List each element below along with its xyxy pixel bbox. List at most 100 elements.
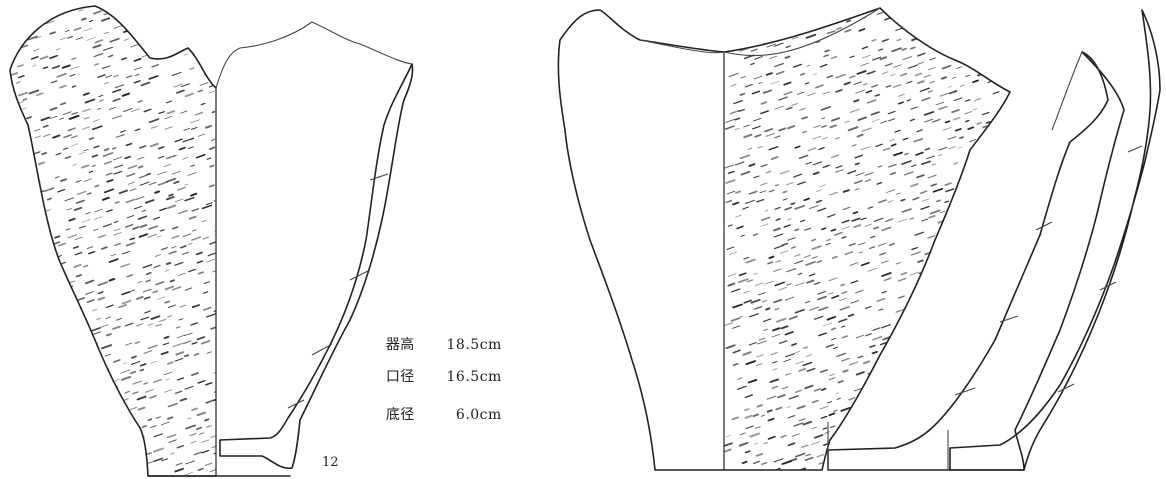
cord-mark [791,342,797,346]
cord-mark [155,323,162,327]
cord-mark [198,432,205,435]
cord-mark [88,19,94,23]
cord-mark [933,242,943,247]
cord-mark [774,184,779,187]
cord-mark [852,211,859,215]
cord-mark [963,397,973,402]
cord-mark [92,119,100,123]
cord-mark [928,394,939,399]
cord-mark [86,37,96,41]
vessel-12-section-mark [369,173,389,181]
cord-mark [153,264,161,269]
cord-mark [975,333,981,337]
cord-mark [130,429,141,434]
cord-mark [102,196,110,201]
cord-mark [993,317,999,320]
cord-mark [90,327,101,332]
cord-mark [991,206,1001,210]
cord-mark [115,396,121,399]
cord-mark [193,352,200,356]
cord-mark [985,121,991,124]
cord-mark [983,153,992,157]
cord-mark [116,318,122,321]
cord-mark [24,395,34,400]
cord-mark [898,351,906,355]
cord-mark [973,217,980,221]
cord-mark [941,64,952,70]
cord-mark [1008,191,1010,196]
cord-mark [767,435,776,440]
cord-mark [190,192,198,197]
cord-mark [60,102,67,106]
cord-mark [165,27,175,31]
cord-mark [57,188,66,193]
cord-mark [997,334,1002,337]
cord-mark [78,381,86,385]
cord-mark [105,395,113,399]
cord-mark [927,174,937,179]
cord-mark [790,457,798,462]
cord-mark [876,11,884,16]
cord-mark [806,367,816,372]
cord-mark [201,439,210,443]
cord-mark [944,120,951,124]
cord-mark [85,429,95,434]
cord-mark [102,223,113,228]
cord-mark [107,54,114,58]
cord-mark [843,81,851,86]
cord-mark [933,419,938,421]
cord-mark [779,250,789,254]
cord-mark [86,192,92,195]
cord-mark [725,344,736,349]
cord-mark [1000,281,1007,284]
cord-mark [813,388,822,392]
cord-mark [190,126,198,130]
cord-mark [906,427,912,430]
cord-mark [754,426,761,429]
cord-mark [839,306,850,311]
cord-mark [120,369,131,374]
cord-mark [916,309,924,314]
cord-mark [1000,350,1009,354]
cord-mark [952,272,961,277]
cord-mark [739,154,751,160]
cord-mark [63,390,70,394]
cord-mark [875,143,883,147]
cord-mark [195,153,206,159]
cord-mark [133,443,143,448]
cord-mark [929,57,936,61]
cord-mark [801,444,809,448]
cord-mark [97,74,106,79]
cord-mark [49,106,58,111]
cord-mark [761,461,768,466]
cord-mark [784,296,795,301]
cord-mark [133,205,143,210]
cord-mark [911,164,917,168]
cord-mark [884,424,892,429]
cord-mark [780,325,789,330]
cord-mark [33,48,40,52]
cord-mark [27,35,38,41]
cord-mark [67,127,76,132]
cord-mark [68,217,76,222]
cord-mark [901,208,912,213]
cord-mark [946,441,958,447]
cord-mark [113,453,122,457]
cord-mark [14,35,21,38]
cord-mark [818,462,825,465]
cord-mark [1009,75,1010,79]
cord-mark [213,451,216,455]
cord-mark [765,18,776,23]
cord-mark [924,306,931,310]
cord-mark [880,324,891,329]
cord-mark [177,186,187,191]
cord-mark [927,280,937,285]
cord-mark [765,307,771,311]
cord-mark [866,70,876,75]
cord-mark [742,351,752,356]
cord-mark [196,260,203,264]
cord-mark [152,447,164,453]
cord-mark [53,350,61,355]
cord-mark [138,233,148,238]
cord-mark [96,317,101,320]
